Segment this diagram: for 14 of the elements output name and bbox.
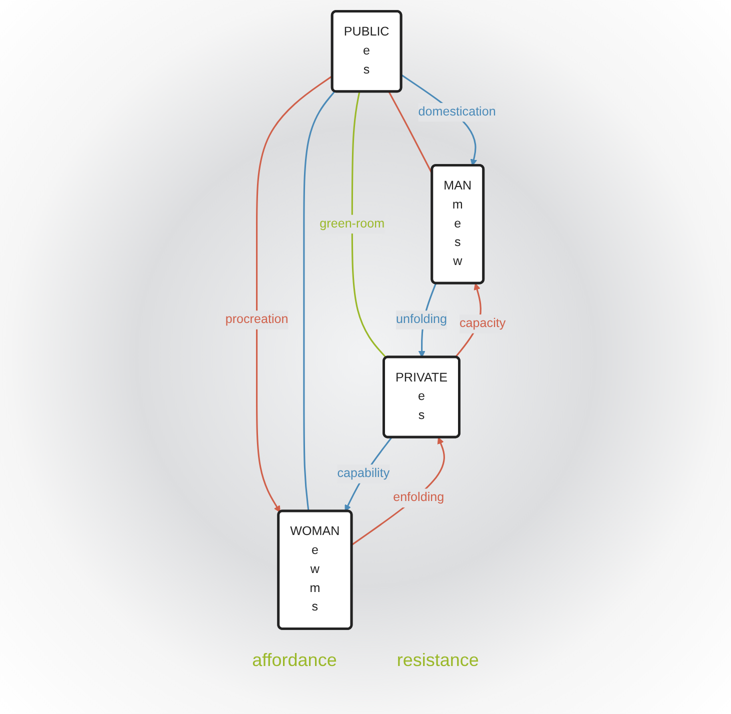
edge-label: enfolding <box>393 491 444 504</box>
edge-label: capability <box>337 466 390 480</box>
edge-label: domestication <box>418 105 496 119</box>
connector <box>351 92 387 358</box>
note-label: resistance <box>396 650 479 671</box>
arrow <box>256 75 333 513</box>
connector <box>388 91 433 174</box>
edge-label: green-room <box>320 217 385 230</box>
edge-label: unfolding <box>396 312 448 326</box>
edge-label: capacity <box>460 316 506 330</box>
edge-label: procreation <box>225 312 288 326</box>
connector <box>303 90 336 512</box>
arrow <box>351 437 445 546</box>
note-label: affordance <box>252 650 337 671</box>
